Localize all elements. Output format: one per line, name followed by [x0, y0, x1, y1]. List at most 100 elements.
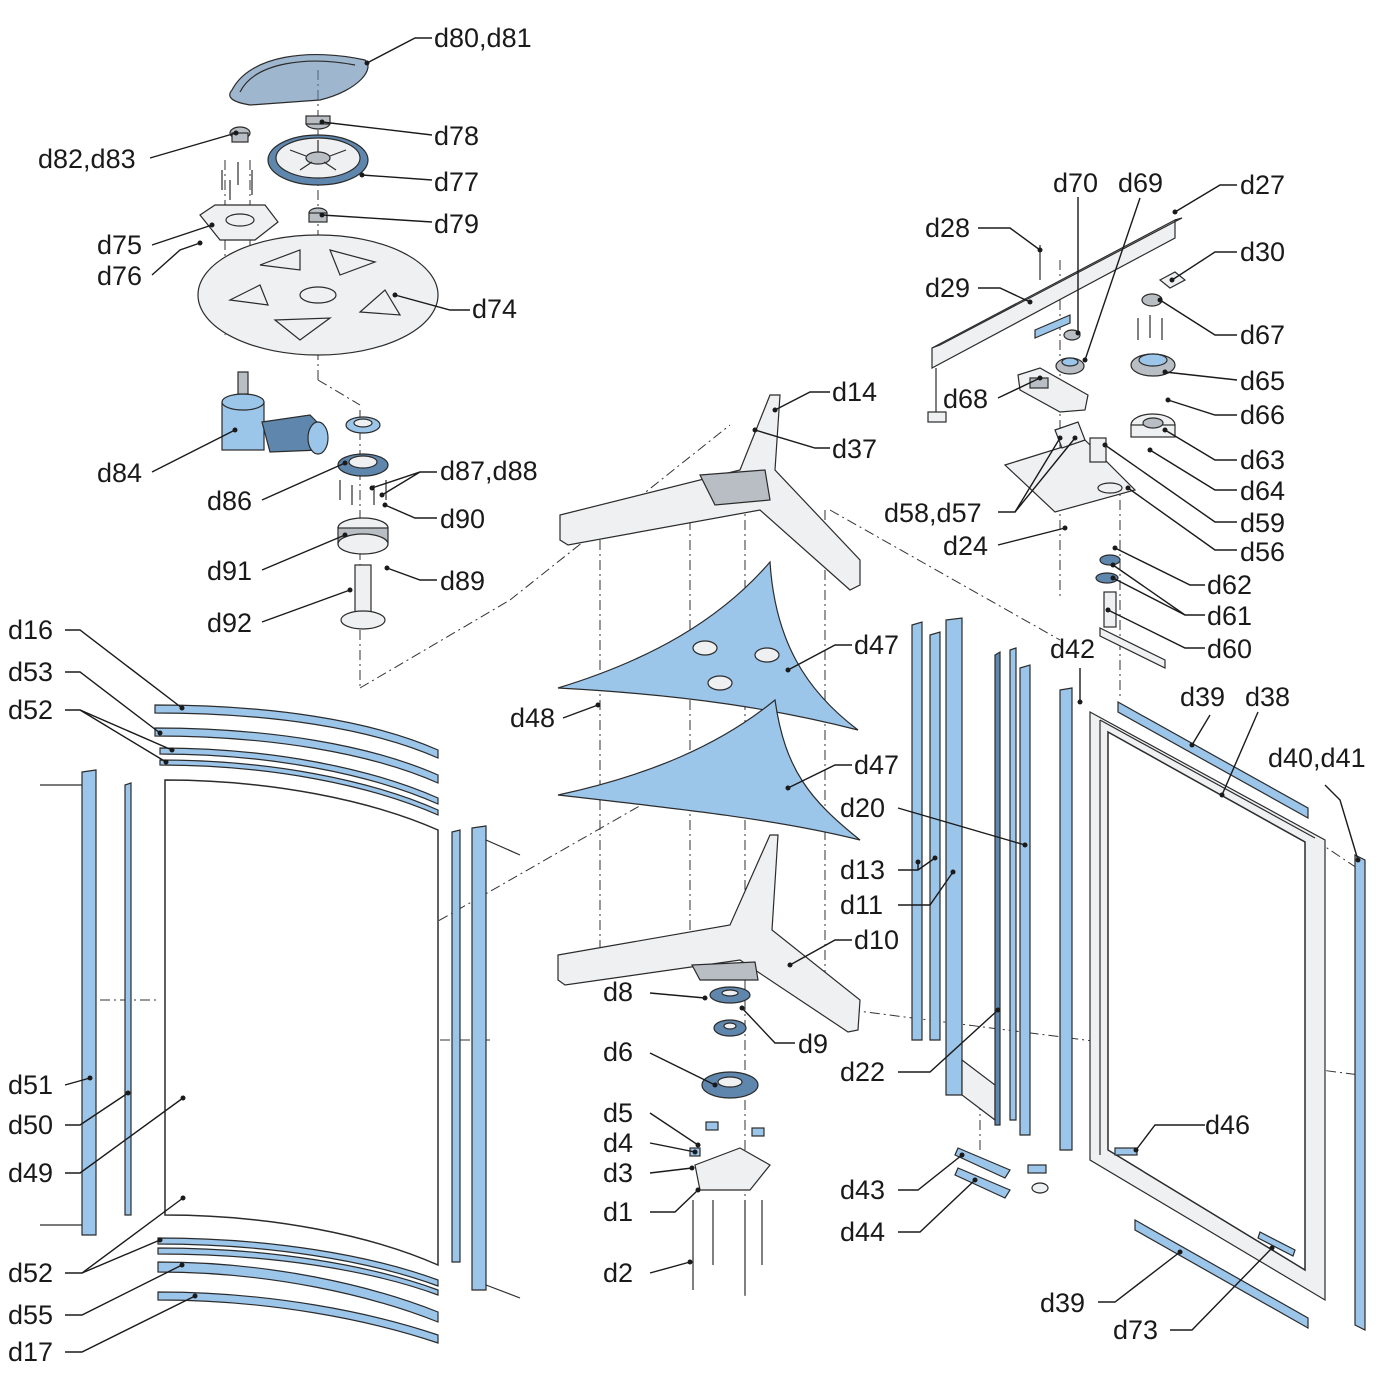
- label-d11: d11: [840, 890, 883, 920]
- label-d4: d4: [603, 1128, 633, 1158]
- label-d47-upper: d47: [854, 630, 899, 660]
- door-frame: [1089, 700, 1366, 1331]
- top-rail-part: [931, 219, 1176, 370]
- label-d1: d1: [603, 1197, 633, 1227]
- label-d9: d9: [798, 1029, 828, 1059]
- uprights: [911, 617, 1073, 1199]
- gasket-bottom-part: [1134, 1218, 1309, 1330]
- strip-d73-part: [1257, 1231, 1296, 1257]
- right-upright-part: [471, 825, 487, 1291]
- label-d17: d17: [8, 1337, 53, 1367]
- label-d61: d61: [1207, 601, 1252, 631]
- curved-glass-part: [164, 779, 439, 1267]
- label-d64: d64: [1240, 476, 1285, 506]
- label-d68: d68: [943, 384, 988, 414]
- shelf-lower-part: [557, 698, 861, 841]
- label-d39-top: d39: [1180, 682, 1225, 712]
- bottom-profile-d52-part: [157, 1237, 439, 1287]
- label-d6: d6: [603, 1037, 633, 1067]
- label-d14: d14: [832, 377, 877, 407]
- label-d53: d53: [8, 657, 53, 687]
- label-d65: d65: [1240, 366, 1285, 396]
- washer-part: [1099, 554, 1121, 566]
- upright-d13-part: [911, 621, 923, 1041]
- gasket-top-part: [1117, 700, 1309, 820]
- top-profile-d16-part: [154, 704, 439, 759]
- label-d22: d22: [840, 1057, 885, 1087]
- label-d90: d90: [440, 504, 485, 534]
- base-plate-part: [694, 1147, 771, 1191]
- clamp-d44-part: [954, 1167, 1011, 1199]
- label-d55: d55: [8, 1300, 53, 1330]
- label-d46: d46: [1205, 1110, 1250, 1140]
- right-strip-part: [451, 829, 461, 1263]
- label-d52-bottom: d52: [8, 1258, 53, 1288]
- label-d24: d24: [943, 531, 988, 561]
- top-profile-d52-part: [159, 747, 439, 805]
- left-strip-part: [124, 782, 132, 1216]
- label-d5: d5: [603, 1098, 633, 1128]
- label-d59: d59: [1240, 508, 1285, 538]
- top-profile-d53-part: [154, 727, 439, 784]
- label-d39-bottom: d39: [1040, 1288, 1085, 1318]
- label-d29: d29: [925, 273, 970, 303]
- label-d10: d10: [854, 925, 899, 955]
- label-d20: d20: [840, 793, 885, 823]
- label-d56: d56: [1240, 537, 1285, 567]
- upright-d11-part: [929, 631, 941, 1041]
- bottom-profile-d17-part: [157, 1291, 439, 1344]
- label-d73: d73: [1113, 1315, 1158, 1345]
- bottom-profile-d55-part: [157, 1261, 439, 1323]
- label-d82-d83: d82,d83: [38, 144, 136, 174]
- label-d92: d92: [207, 608, 252, 638]
- label-d38: d38: [1245, 682, 1290, 712]
- label-d51: d51: [8, 1070, 53, 1100]
- label-d43: d43: [840, 1175, 885, 1205]
- actuator-part: [1017, 367, 1089, 413]
- label-d3: d3: [603, 1158, 633, 1188]
- callout-labels: d80,d81 d78 d82,d83 d77 d79 d75 d76 d74 …: [8, 23, 1366, 1367]
- label-d79: d79: [434, 209, 479, 239]
- label-d30: d30: [1240, 237, 1285, 267]
- bolts-part: [221, 162, 253, 200]
- left-upright-part: [81, 769, 97, 1236]
- label-d86: d86: [207, 486, 252, 516]
- label-d44: d44: [840, 1217, 885, 1247]
- label-d70: d70: [1053, 168, 1098, 198]
- label-d74: d74: [472, 294, 517, 324]
- label-d66: d66: [1240, 400, 1285, 430]
- label-d76: d76: [97, 261, 142, 291]
- label-d16: d16: [8, 615, 53, 645]
- label-d89: d89: [440, 566, 485, 596]
- center-structure: [557, 394, 861, 1295]
- label-d8: d8: [603, 977, 633, 1007]
- label-d47-lower: d47: [854, 750, 899, 780]
- label-d50: d50: [8, 1110, 53, 1140]
- label-d69: d69: [1118, 168, 1163, 198]
- label-d40-d41: d40,d41: [1268, 743, 1366, 773]
- label-d84: d84: [97, 458, 142, 488]
- upright-main-part: [945, 617, 963, 1096]
- label-d62: d62: [1207, 570, 1252, 600]
- label-d28: d28: [925, 213, 970, 243]
- top-mechanism: [927, 217, 1187, 669]
- label-d58-d57: d58,d57: [884, 498, 982, 528]
- label-d2: d2: [603, 1258, 633, 1288]
- label-d67: d67: [1240, 320, 1285, 350]
- drive-assembly: [197, 53, 439, 630]
- label-d48: d48: [510, 703, 555, 733]
- lower-arm-part: [557, 834, 861, 1033]
- label-d77: d77: [434, 167, 479, 197]
- label-d37: d37: [832, 434, 877, 464]
- label-d13: d13: [840, 855, 885, 885]
- label-d75: d75: [97, 230, 142, 260]
- label-d49: d49: [8, 1158, 53, 1188]
- leader-lines: [64, 37, 1361, 1353]
- belt-part: [229, 53, 369, 106]
- label-d60: d60: [1207, 634, 1252, 664]
- label-d63: d63: [1240, 445, 1285, 475]
- label-d91: d91: [207, 556, 252, 586]
- side-strip-part: [1354, 854, 1366, 1331]
- label-d80-d81: d80,d81: [434, 23, 532, 53]
